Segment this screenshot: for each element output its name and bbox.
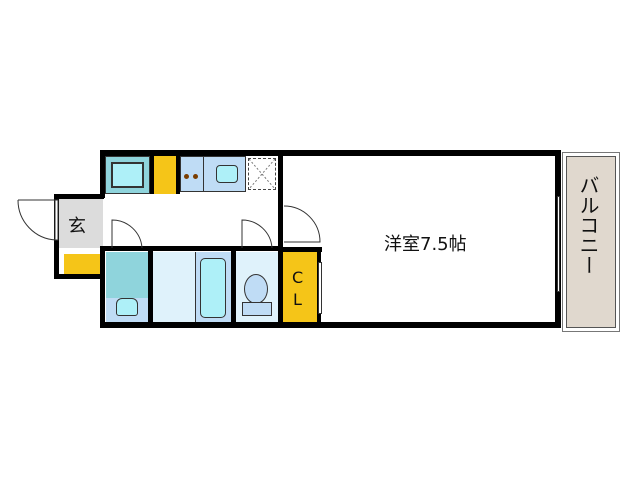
closet-label-c: C [292, 268, 304, 287]
stove-burner-icon [193, 174, 198, 179]
wall [100, 322, 560, 328]
wall [231, 250, 236, 326]
wall [100, 246, 105, 328]
washer-icon [111, 162, 144, 188]
counter-divider [203, 157, 204, 191]
balcony-window[interactable] [557, 196, 560, 292]
wall [282, 247, 322, 252]
entrance-label: 玄 [68, 216, 86, 237]
western-room [278, 152, 562, 326]
washer-space [105, 156, 150, 194]
entrance-door[interactable] [16, 198, 60, 244]
room-door[interactable] [282, 204, 322, 244]
toilet-tank-icon [242, 302, 272, 316]
stove-burner-icon [184, 174, 189, 179]
shoe-storage [64, 254, 100, 274]
toilet-door[interactable] [240, 218, 276, 250]
bathroom [153, 252, 231, 324]
balcony-label: バルコニー [576, 175, 600, 275]
wall [100, 246, 282, 251]
balcony-floor [566, 156, 616, 328]
western-room-label: 洋室7.5帖 [384, 234, 467, 255]
wall [100, 150, 105, 198]
wall [176, 152, 180, 194]
toilet-bowl-icon [244, 274, 268, 304]
wall [150, 152, 154, 194]
closet[interactable] [283, 252, 319, 324]
wall [54, 274, 104, 279]
kitchen-counter [180, 156, 246, 192]
closet-door[interactable] [318, 262, 322, 314]
toilet-room [236, 252, 278, 324]
wall [54, 194, 104, 199]
wall [100, 150, 560, 156]
entrance [58, 198, 103, 248]
closet-label-l: L [293, 290, 302, 309]
bathtub-icon [200, 258, 226, 318]
sink-icon [216, 165, 238, 183]
wall [148, 250, 153, 326]
storage-yellow-top [154, 156, 176, 194]
washbasin-bowl-icon [116, 298, 138, 316]
washroom [106, 252, 148, 324]
refrigerator-space [248, 158, 276, 190]
washroom-door[interactable] [110, 218, 146, 250]
balcony: バルコニー [562, 152, 620, 332]
wall [278, 150, 283, 328]
